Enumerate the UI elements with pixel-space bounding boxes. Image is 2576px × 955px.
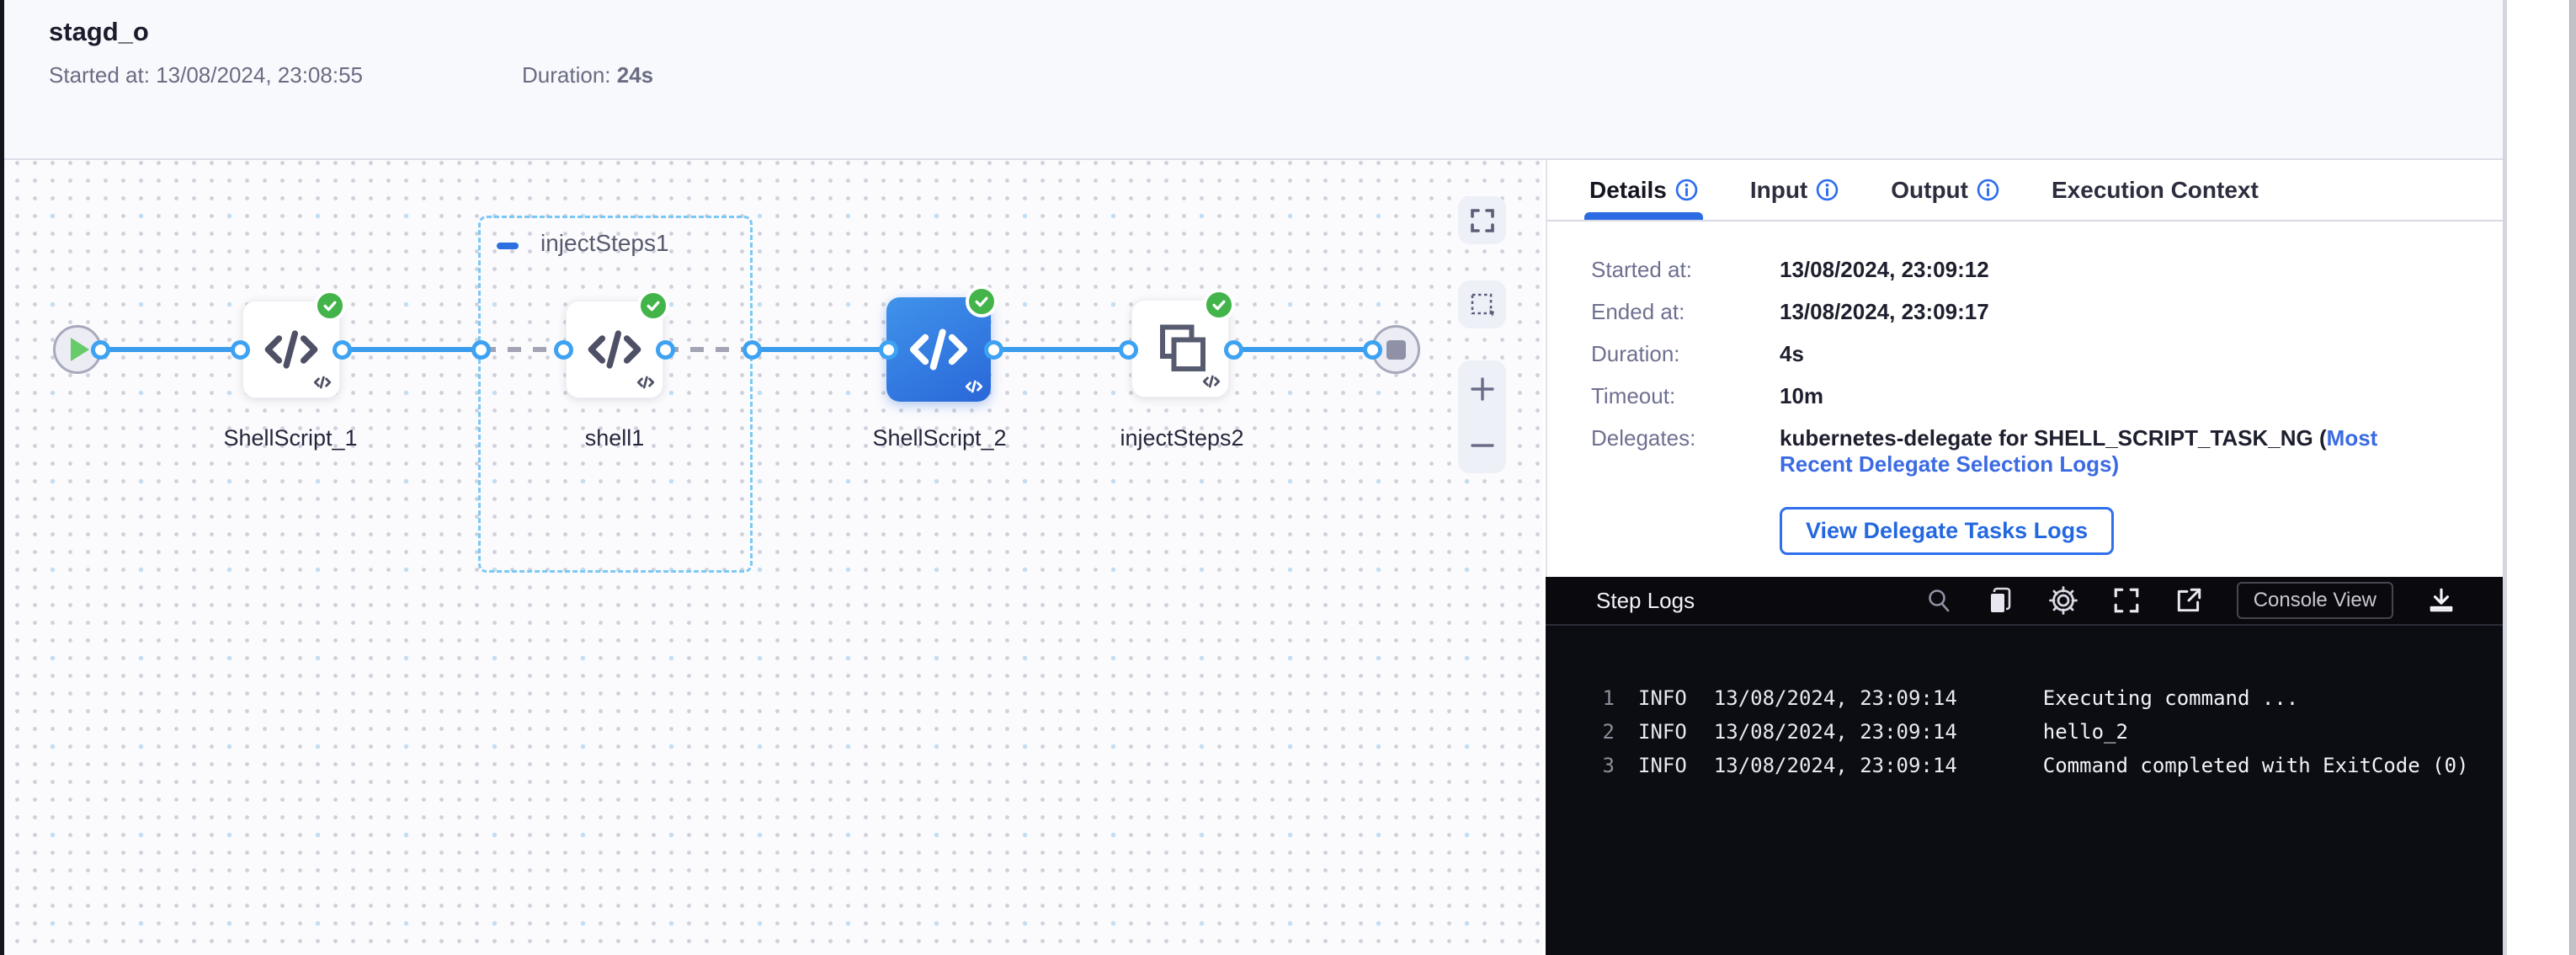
edge-shellscript2-to-injectsteps2: [993, 347, 1130, 352]
detail-row-started: Started at: 13/08/2024, 23:09:12: [1591, 257, 1989, 282]
search-icon: [1928, 590, 1949, 612]
collapsed-sidebar-edge: [0, 0, 4, 955]
fullscreen-icon: [2114, 588, 2139, 613]
open-in-new-tab-button[interactable]: [2174, 586, 2203, 615]
stage-header: stagd_o Started at: 13/08/2024, 23:08:55…: [0, 0, 2503, 160]
detail-row-duration: Duration: 4s: [1591, 341, 1804, 366]
port: [333, 340, 352, 360]
fit-to-screen-button[interactable]: [1458, 196, 1506, 244]
step-label: ShellScript_1: [223, 425, 358, 451]
code-icon: [909, 328, 968, 371]
scrollbar-track[interactable]: [2569, 0, 2576, 955]
panel-divider: [2503, 0, 2507, 955]
details-content: Started at: 13/08/2024, 23:09:12 Ended a…: [1547, 221, 2503, 555]
step-logs-panel: Step Logs Console View: [1546, 577, 2503, 955]
download-logs-button[interactable]: [2427, 586, 2456, 615]
detail-row-ended: Ended at: 13/08/2024, 23:09:17: [1591, 299, 1989, 324]
step-node-shell1[interactable]: [566, 290, 669, 398]
info-icon[interactable]: [1675, 179, 1698, 201]
step-group-injectSteps1: [478, 216, 753, 573]
info-icon[interactable]: [1816, 179, 1839, 201]
tab-input[interactable]: Input: [1750, 160, 1839, 220]
pipeline-canvas[interactable]: injectSteps1 ShellScript_1: [0, 160, 1543, 955]
zoom-in-button[interactable]: [1469, 376, 1496, 403]
zoom-controls: [1458, 360, 1506, 473]
edge-group-to-shellscript2: [752, 347, 890, 352]
step-group-icon: [1160, 324, 1206, 371]
port: [742, 340, 762, 360]
port: [1363, 340, 1382, 360]
detail-row-delegates: Delegates: kubernetes-delegate for SHELL…: [1591, 425, 2378, 477]
tab-details[interactable]: Details: [1584, 160, 1703, 220]
step-node-shellscript2-selected[interactable]: [886, 285, 998, 402]
zoom-out-button[interactable]: [1469, 432, 1496, 459]
port: [879, 340, 898, 360]
step-node-injectsteps2[interactable]: [1131, 289, 1235, 397]
port: [91, 340, 110, 360]
code-icon: [264, 330, 318, 369]
code-icon: [588, 330, 641, 369]
copy-logs-button[interactable]: [1986, 585, 2014, 616]
stage-title: stagd_o: [49, 17, 149, 46]
tab-output[interactable]: Output: [1891, 160, 1999, 220]
step-label: shell1: [584, 425, 645, 451]
console-view-button[interactable]: Console View: [2236, 582, 2393, 619]
stage-started-at: Started at: 13/08/2024, 23:08:55: [49, 62, 363, 88]
edge-injectsteps2-to-end: [1233, 347, 1374, 352]
port: [984, 340, 1003, 360]
port: [231, 340, 250, 360]
edge-shellscript1-to-group: [342, 347, 482, 352]
view-delegate-tasks-logs-button[interactable]: View Delegate Tasks Logs: [1780, 507, 2115, 555]
step-node-shellscript1[interactable]: [242, 290, 346, 398]
expand-logs-button[interactable]: [2112, 586, 2141, 615]
edge-start-to-shellscript1: [100, 347, 242, 352]
gear-icon: [2048, 586, 2078, 615]
code-mini-icon: [1202, 375, 1221, 388]
search-logs-button[interactable]: [1925, 587, 1952, 614]
fullscreen-icon: [1470, 208, 1494, 232]
stop-icon: [1386, 339, 1406, 360]
detail-row-button: View Delegate Tasks Logs: [1591, 494, 2452, 555]
code-mini-icon: [965, 380, 983, 393]
port: [471, 340, 491, 360]
log-settings-button[interactable]: [2048, 585, 2078, 616]
edge-group-to-shell1: [482, 347, 565, 352]
marquee-select-button[interactable]: [1458, 280, 1506, 328]
step-logs-title: Step Logs: [1596, 587, 1695, 613]
code-mini-icon: [636, 376, 655, 389]
stage-duration: Duration: 24s: [522, 62, 654, 88]
tab-execution-context[interactable]: Execution Context: [2052, 176, 2259, 203]
port: [1224, 340, 1243, 360]
detail-row-timeout: Timeout: 10m: [1591, 383, 1824, 408]
success-badge-icon: [314, 290, 346, 322]
code-mini-icon: [313, 376, 332, 389]
edge-shell1-to-groupexit: [665, 347, 752, 352]
copy-icon: [1988, 587, 2010, 614]
collapse-group-icon[interactable]: [497, 243, 519, 249]
step-label: ShellScript_2: [872, 425, 1007, 451]
step-group-label: injectSteps1: [540, 230, 669, 256]
port: [1119, 340, 1138, 360]
step-label: injectSteps2: [1120, 425, 1244, 451]
play-icon: [71, 338, 89, 361]
step-logs-header: Step Logs Console View: [1546, 577, 2503, 626]
delegate-selection-logs-link[interactable]: Most Recent Delegate Selection Logs: [1780, 425, 2378, 477]
details-tabs: Details Input Output Execution Context: [1547, 160, 2503, 221]
port: [656, 340, 675, 360]
success-badge-icon: [966, 285, 998, 317]
external-link-icon: [2177, 588, 2201, 612]
success-badge-icon: [637, 290, 669, 322]
info-icon[interactable]: [1977, 179, 1999, 201]
marquee-selection-icon: [1471, 293, 1494, 317]
right-gutter: [2507, 0, 2569, 955]
download-icon: [2430, 588, 2453, 612]
success-badge-icon: [1203, 289, 1235, 321]
port: [554, 340, 573, 360]
